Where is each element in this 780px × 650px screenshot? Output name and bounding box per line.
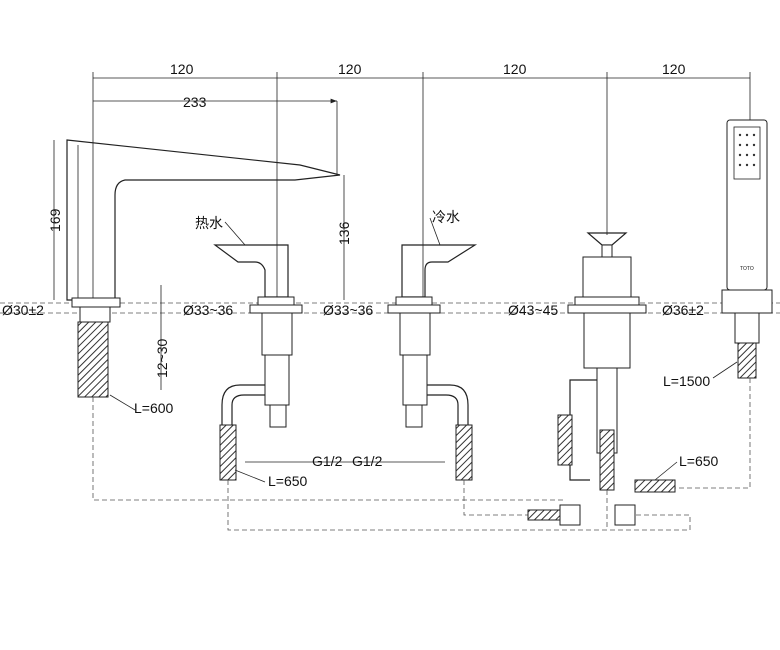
dim-deck-thickness: 12~30 — [154, 338, 170, 378]
dim-spout-reach: 233 — [183, 94, 207, 110]
spray-holes — [738, 133, 756, 167]
thread-cold-label: G1/2 — [352, 453, 383, 469]
hand-shower: TOTO L=1500 — [663, 119, 773, 389]
top-dimensions: 120 120 120 120 233 — [92, 61, 751, 300]
brand-mark: TOTO — [740, 266, 754, 272]
thread-hot-label: G1/2 — [312, 453, 343, 469]
cold-water-valve: 冷水 — [387, 209, 478, 481]
hole-hot-label: Ø33~36 — [183, 302, 233, 318]
hole-diverter-label: Ø43~45 — [508, 302, 558, 318]
diverter: L=650 — [557, 232, 719, 493]
label-hose-valves: L=650 — [268, 473, 308, 489]
label-hose-spout: L=600 — [134, 400, 174, 416]
label-hot-water: 热水 — [195, 215, 223, 231]
hot-water-valve: 热水 — [195, 215, 303, 481]
spout: 169 L=600 — [47, 139, 341, 416]
hole-shower-label: Ø36±2 — [662, 302, 704, 318]
dim-spacing-4: 120 — [662, 61, 686, 77]
label-cold-water: 冷水 — [432, 209, 460, 225]
dim-handle-height: 136 — [336, 221, 352, 245]
hole-cold-label: Ø33~36 — [323, 302, 373, 318]
dim-spout-height: 169 — [47, 208, 63, 232]
dim-spacing-1: 120 — [170, 61, 194, 77]
dim-spacing-3: 120 — [503, 61, 527, 77]
label-hose-shower: L=1500 — [663, 373, 710, 389]
label-hose-diverter: L=650 — [679, 453, 719, 469]
dim-spacing-2: 120 — [338, 61, 362, 77]
hole-spout-label: Ø30±2 — [2, 302, 44, 318]
hose-routing — [92, 378, 751, 531]
